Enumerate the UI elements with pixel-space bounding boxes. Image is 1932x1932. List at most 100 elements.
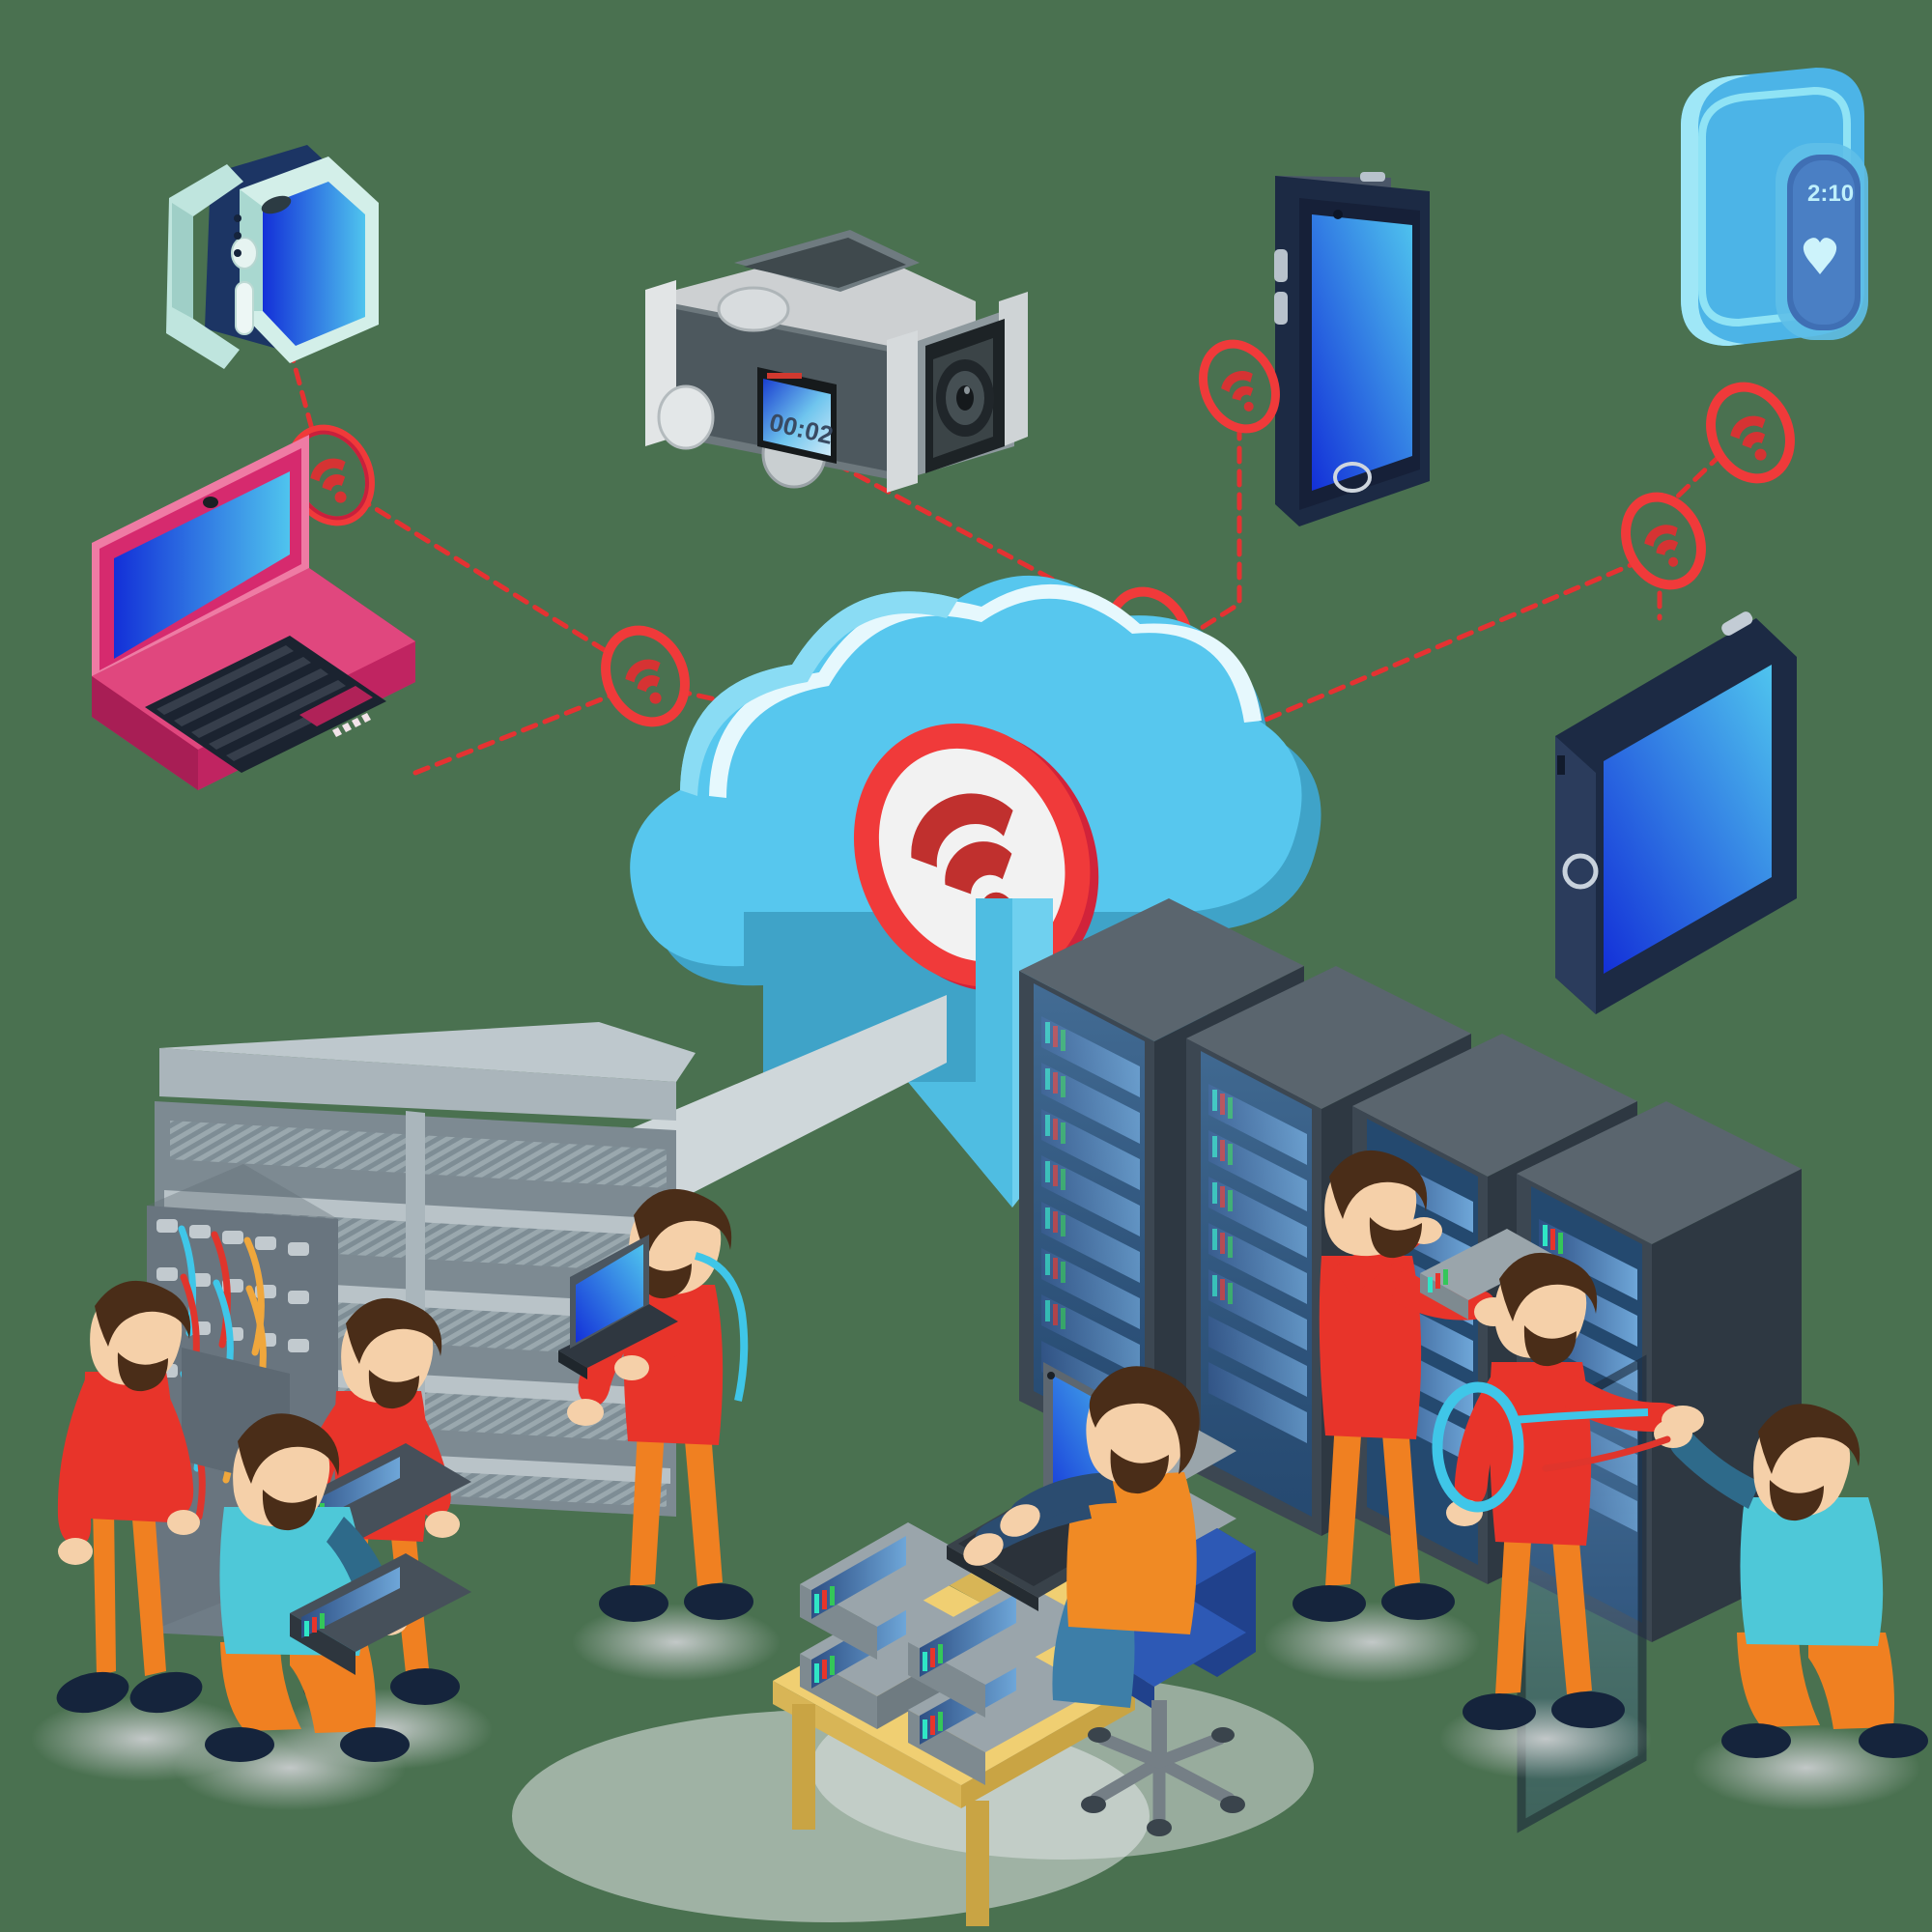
desk-laptop-webcam — [1047, 1372, 1055, 1379]
network-wifi-nodes — [286, 327, 1810, 741]
phone-volume-up-button[interactable] — [1274, 249, 1288, 282]
desk-leg-1 — [792, 1704, 815, 1830]
chair-casters — [1081, 1727, 1245, 1836]
device-smartwatch[interactable] — [166, 145, 379, 369]
camera-side-button-left[interactable] — [657, 384, 715, 450]
person-tech-3[interactable] — [174, 1413, 471, 1810]
band-strap-highlight — [1681, 75, 1750, 346]
phone-power-button[interactable] — [1360, 172, 1385, 182]
tech-2-hair — [346, 1297, 442, 1364]
smartwatch-side-button[interactable] — [235, 281, 254, 335]
tech-6-cable-end — [1512, 1408, 1649, 1424]
tech-4-arm-right — [623, 1294, 719, 1373]
tech-6-beard — [1523, 1325, 1577, 1367]
tech-6-leg-right — [1551, 1528, 1592, 1694]
desk-lower-edge2 — [961, 1686, 1135, 1808]
tech-2-hand-right — [425, 1511, 460, 1538]
tech-5-shoe-right — [1381, 1583, 1455, 1620]
tech-5-hair — [1329, 1150, 1428, 1219]
tech-6-hair — [1499, 1252, 1598, 1321]
link-camera-node — [833, 461, 1128, 621]
person-operator[interactable] — [958, 1366, 1200, 1708]
link-node-laptop-node — [355, 495, 626, 665]
link-laptop-node — [412, 688, 626, 776]
operator-hair — [1089, 1366, 1200, 1474]
laptop-keys — [156, 645, 363, 761]
bank-top-rail — [159, 1048, 676, 1121]
smartwatch-screen — [263, 182, 365, 346]
tablet-home-button[interactable] — [1562, 853, 1599, 890]
smartwatch-crown-button[interactable] — [231, 237, 258, 270]
cloud-download-arrow-shade — [908, 898, 1012, 1208]
tech-5-shoe-left — [1293, 1585, 1366, 1622]
camera-shutter-button[interactable] — [717, 286, 790, 332]
smartwatch-speaker — [261, 195, 292, 214]
person-tech-4[interactable] — [558, 1188, 781, 1681]
cabinet-4-top — [1517, 1101, 1802, 1244]
smartwatch-dot-3 — [234, 249, 242, 257]
tech-4-shadow — [572, 1604, 781, 1681]
cabinet-2-top — [1186, 966, 1471, 1109]
laptop-screen — [114, 471, 290, 659]
tech-4-hand-right — [614, 1355, 649, 1380]
tech-4-shoe-left — [599, 1585, 668, 1622]
tech-6-arm-left — [1454, 1376, 1511, 1507]
cabinet-1-glass-door[interactable] — [1034, 983, 1145, 1449]
tech-4-hand-left — [567, 1399, 604, 1426]
tech-7-arm-left — [1668, 1429, 1760, 1509]
tech-7-beard — [1769, 1480, 1824, 1521]
tech-6-shoe-left — [1463, 1693, 1536, 1730]
tech-1-leg-right — [131, 1507, 166, 1676]
phone-home-button[interactable] — [1333, 462, 1372, 493]
wifi-node-laptop[interactable] — [584, 611, 705, 741]
tech-3-carried-blade — [290, 1553, 471, 1675]
person-tech-7[interactable] — [1654, 1404, 1928, 1810]
device-fitness-band[interactable]: 2:10 — [1681, 68, 1868, 346]
operator-hand-left — [963, 1533, 1004, 1566]
tech-7-torso — [1740, 1497, 1884, 1646]
tech-4-held-laptop — [558, 1235, 678, 1379]
person-tech-6[interactable] — [1432, 1252, 1704, 1779]
tech-5-shadow — [1264, 1602, 1480, 1683]
smartwatch-dot-2 — [234, 232, 242, 240]
wifi-node-phone[interactable] — [1184, 327, 1295, 446]
tech-6-cable-coil — [1432, 1381, 1524, 1513]
wifi-node-tablet[interactable] — [1605, 478, 1721, 604]
link-mid-cloud — [1229, 557, 1645, 737]
tech-7-leg-front — [1737, 1631, 1820, 1727]
desk-leg-2 — [966, 1801, 989, 1926]
person-tech-5[interactable] — [1264, 1150, 1555, 1683]
tech-4-cable — [694, 1252, 749, 1402]
device-laptop[interactable] — [92, 435, 415, 790]
laptop-trackpad[interactable] — [299, 686, 373, 726]
bank-top-rail-face — [159, 1022, 696, 1082]
desk-lower-edge — [773, 1681, 961, 1808]
cabinet-3-top — [1352, 1034, 1637, 1177]
server-unit — [908, 1580, 1096, 1718]
device-smartphone[interactable] — [1274, 172, 1430, 526]
tablet-power-button[interactable] — [1719, 610, 1754, 638]
tech-1-hair — [95, 1280, 191, 1347]
tech-1-beard — [117, 1352, 168, 1392]
camera-frame-right — [999, 292, 1028, 448]
cabinet-1-top — [1019, 898, 1304, 1041]
phone-volume-down-button[interactable] — [1274, 292, 1288, 325]
tech-5-beard — [1369, 1217, 1422, 1259]
tech-2-beard — [368, 1370, 419, 1409]
device-tablet[interactable] — [1555, 610, 1797, 1014]
wifi-node-band[interactable] — [1690, 367, 1810, 497]
smartwatch-strap-shade — [172, 203, 193, 319]
smartwatch-dot-1 — [234, 214, 242, 222]
tech-1-arm-left — [57, 1379, 106, 1546]
tech-1-arm-right — [145, 1379, 194, 1517]
cloud-rim-highlight — [709, 583, 1262, 798]
laptop-base-side — [92, 676, 198, 790]
tech-3-leg-front — [220, 1640, 301, 1731]
tech-4-leg-right — [684, 1430, 723, 1586]
cabinet-2-glass-door[interactable] — [1201, 1051, 1312, 1517]
tech-5-leg-right — [1381, 1422, 1420, 1586]
tablet-screen — [1604, 665, 1772, 974]
accent-cable-red — [1542, 1435, 1671, 1472]
device-action-camera[interactable]: 00:02 — [645, 230, 1028, 493]
